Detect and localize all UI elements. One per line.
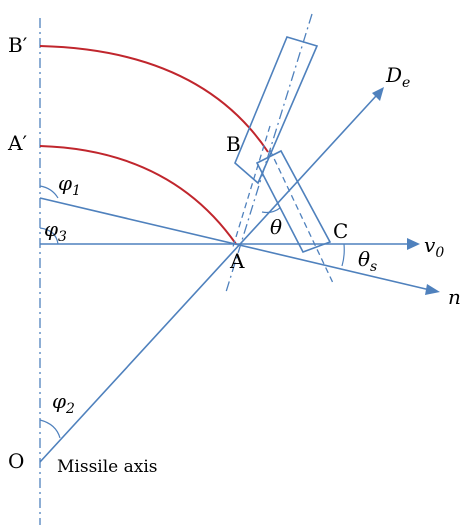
de-arrowhead: [372, 87, 384, 101]
label-phi3: φ3: [44, 217, 67, 245]
label-d-e: De: [385, 63, 410, 91]
theta-angle-arc: [261, 207, 281, 214]
label-o: O: [8, 449, 24, 473]
phi3-angle-arc: [39, 227, 59, 245]
label-n: n: [448, 285, 461, 309]
n-arrowhead: [425, 284, 440, 295]
label-a-prime: A′: [7, 131, 27, 155]
label-phi2: φ2: [52, 389, 75, 417]
phi1-angle-arc: [39, 185, 59, 199]
lower-strip-dashed: [269, 149, 334, 284]
inner-arc-aprime-a: [39, 145, 237, 245]
label-missile-axis: Missile axis: [57, 457, 158, 477]
label-a: A: [229, 249, 245, 273]
label-c: C: [333, 219, 348, 243]
lower-strip-rectangle: [255, 149, 332, 253]
label-theta: θ: [270, 215, 282, 239]
upper-strip-rectangle: [234, 36, 319, 185]
phi2-angle-arc: [39, 419, 61, 439]
oa-de-line: [39, 95, 377, 463]
label-b-prime: B′: [8, 33, 28, 57]
label-theta-s: θs: [358, 247, 377, 275]
label-b: B: [226, 132, 241, 156]
v0-arrowhead: [407, 238, 420, 250]
label-v0: v0: [424, 233, 444, 261]
strip-parallel-dashed: [231, 125, 271, 251]
theta-s-angle-arc: [341, 243, 345, 267]
label-phi1: φ1: [58, 171, 81, 199]
